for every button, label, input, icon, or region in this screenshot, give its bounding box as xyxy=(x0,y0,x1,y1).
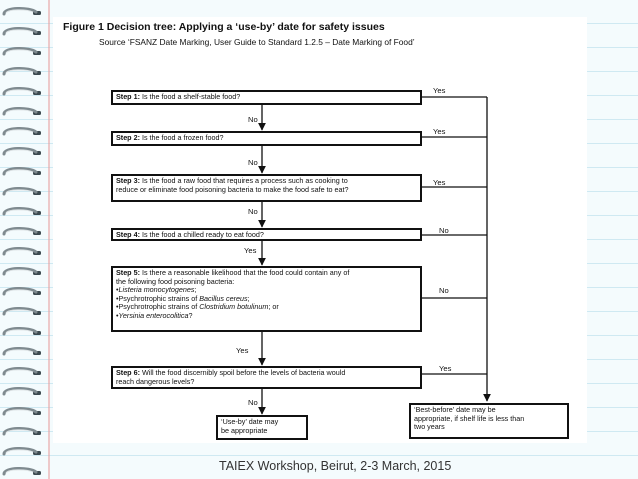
spiral-ring xyxy=(2,227,41,236)
spiral-ring xyxy=(2,387,41,396)
step-2-box: Step 2: Is the food a frozen food? xyxy=(111,131,422,146)
step-6-box: Step 6: Will the food discernibly spoil … xyxy=(111,366,422,389)
step-6-yes-label: Yes xyxy=(439,364,452,373)
step-4-yes-label: Yes xyxy=(244,246,257,255)
step-1-label: Step 1: xyxy=(116,92,140,101)
decision-tree-figure: Figure 1 Decision tree: Applying a ‘use-… xyxy=(53,17,587,443)
spiral-binding xyxy=(2,7,41,476)
spiral-ring xyxy=(2,447,41,456)
use-by-line-1: ‘Use-by’ date may xyxy=(221,417,279,426)
step-1-no-label: No xyxy=(248,115,258,124)
step-3-no-label: No xyxy=(248,207,258,216)
spiral-ring xyxy=(2,327,41,336)
use-by-line-2: be appropriate xyxy=(221,425,268,435)
step-6-text-1: Will the food discernibly spoil before t… xyxy=(141,368,346,377)
step-5-label: Step 5: xyxy=(116,268,140,277)
step-5-yes-label: Yes xyxy=(236,346,249,355)
step-3-text-1: Is the food a raw food that requires a p… xyxy=(141,176,348,185)
spiral-ring xyxy=(2,427,41,436)
margin-line xyxy=(48,0,50,479)
spiral-ring xyxy=(2,147,41,156)
step-4-box: Step 4: Is the food a chilled ready to e… xyxy=(111,228,422,241)
figure-title: Figure 1 Decision tree: Applying a ‘use-… xyxy=(63,21,385,33)
step-3-text-2: reduce or eliminate food poisoning bacte… xyxy=(116,184,349,194)
spiral-ring xyxy=(2,287,41,296)
step-6-text-2: reach dangerous levels? xyxy=(116,376,195,386)
spiral-ring xyxy=(2,367,41,376)
spiral-ring xyxy=(2,247,41,256)
step-4-no-label-right: No xyxy=(439,226,449,235)
best-before-outcome-box: ‘Best-before’ date may be appropriate, i… xyxy=(409,403,569,439)
step-5-box: Step 5: Is there a reasonable likelihood… xyxy=(111,266,422,332)
step-1-box: Step 1: Is the food a shelf-stable food? xyxy=(111,90,422,105)
figure-source: Source ‘FSANZ Date Marking, User Guide t… xyxy=(99,37,415,47)
best-before-line-2: appropriate, if shelf life is less than xyxy=(414,413,525,423)
spiral-ring xyxy=(2,107,41,116)
step-5-no-label-right: No xyxy=(439,286,449,295)
spiral-ring xyxy=(2,207,41,216)
spiral-ring xyxy=(2,407,41,416)
spiral-ring xyxy=(2,187,41,196)
bullet-yersinia: •Yersinia enterocolitica? xyxy=(116,310,193,320)
spiral-ring xyxy=(2,7,41,16)
step-2-yes-label: Yes xyxy=(433,127,446,136)
use-by-outcome-box: ‘Use-by’ date may be appropriate xyxy=(216,415,308,440)
spiral-ring xyxy=(2,127,41,136)
spiral-ring xyxy=(2,307,41,316)
step-4-label: Step 4: xyxy=(116,230,140,239)
step-1-text: Is the food a shelf-stable food? xyxy=(141,92,241,101)
step-5-text-2: the following food poisoning bacteria: xyxy=(116,276,235,286)
spiral-ring xyxy=(2,67,41,76)
step-2-label: Step 2: xyxy=(116,133,140,142)
footer-text: TAIEX Workshop, Beirut, 2-3 March, 2015 xyxy=(219,459,452,473)
bullet-listeria: •Listeria monocytogenes; xyxy=(116,285,197,295)
bullet-bacillus: •Psychrotrophic strains of Bacillus cere… xyxy=(116,293,250,303)
step-3-yes-label: Yes xyxy=(433,178,446,187)
best-before-line-1: ‘Best-before’ date may be xyxy=(414,405,496,414)
spiral-ring xyxy=(2,467,41,476)
step-2-text: Is the food a frozen food? xyxy=(141,133,224,142)
spiral-ring xyxy=(2,47,41,56)
bullet-clostridium: •Psychrotrophic strains of Clostridium b… xyxy=(116,302,279,312)
step-3-label: Step 3: xyxy=(116,176,140,185)
spiral-ring xyxy=(2,267,41,276)
step-2-no-label: No xyxy=(248,158,258,167)
step-4-text: Is the food a chilled ready to eat food? xyxy=(141,230,264,239)
step-6-no-label: No xyxy=(248,398,258,407)
connector-lines xyxy=(258,96,491,415)
spiral-ring xyxy=(2,167,41,176)
step-6-label: Step 6: xyxy=(116,368,140,377)
spiral-ring xyxy=(2,347,41,356)
step-5-text-1: Is there a reasonable likelihood that th… xyxy=(141,268,350,277)
spiral-ring xyxy=(2,87,41,96)
spiral-ring xyxy=(2,27,41,36)
step-1-yes-label: Yes xyxy=(433,86,446,95)
step-3-box: Step 3: Is the food a raw food that requ… xyxy=(111,174,422,202)
best-before-line-3: two years xyxy=(414,422,445,432)
